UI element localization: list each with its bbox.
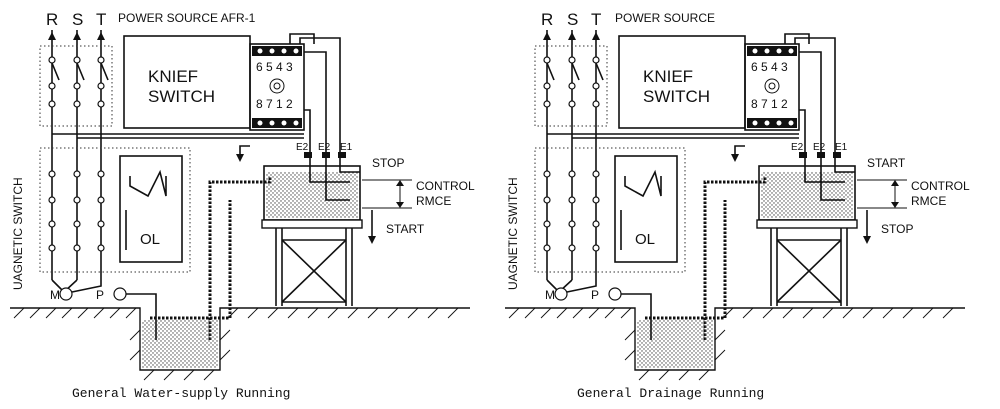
- upper-level-label: STOP: [372, 156, 404, 170]
- terminal-e1: E1: [340, 142, 353, 153]
- knife-switch-label-line1: KNIEF: [148, 67, 198, 86]
- electrode-cable-e2: [150, 200, 232, 320]
- phase-t-label: T: [96, 10, 106, 29]
- control-wiring: [547, 33, 836, 162]
- overload-label: OL: [635, 231, 655, 248]
- overload-relay-box: [614, 155, 678, 263]
- motor-label: M: [50, 288, 60, 302]
- magnetic-switch-label: UAGNETIC SWITCH: [506, 177, 520, 290]
- ground-and-well: [505, 307, 965, 381]
- knife-switch-contacts: [543, 56, 604, 108]
- electrode-cable-e1: [703, 176, 767, 340]
- upper-level-label: START: [867, 156, 906, 170]
- pump-symbol: [608, 287, 622, 301]
- control-label-line2: RMCE: [416, 194, 451, 208]
- power-source-label: POWER SOURCE AFR-1: [118, 11, 256, 25]
- magnetic-switch-contacts: [48, 170, 105, 294]
- knife-switch-contacts: [48, 56, 109, 108]
- elevated-tank-water: [761, 172, 853, 218]
- power-source-label: POWER SOURCE: [615, 11, 715, 25]
- phase-r-label: R: [541, 10, 553, 29]
- relay-top-pins: 6 5 4 3: [256, 60, 293, 74]
- motor-symbol: [554, 287, 568, 301]
- control-label-line1: CONTROL: [416, 179, 475, 193]
- phase-s-label: S: [72, 10, 83, 29]
- terminal-e2-a: E2: [296, 142, 309, 153]
- magnetic-switch-box: [39, 147, 191, 273]
- knife-switch-label-line2: SWITCH: [643, 87, 710, 106]
- lower-level-label: START: [386, 222, 425, 236]
- control-label-line1: CONTROL: [911, 179, 970, 193]
- relay-bottom-pins: 8 7 1 2: [256, 97, 293, 111]
- electrode-cable-e2: [645, 200, 727, 320]
- control-wiring: [52, 33, 341, 162]
- afr-relay: 6 5 4 3 8 7 1 2: [249, 43, 305, 131]
- panel-caption: General Drainage Running: [577, 386, 764, 401]
- electrode-cable-e1: [208, 176, 272, 340]
- knife-switch-box: [39, 45, 113, 127]
- drainage-panel: R S T POWER SOURCE KNIEF: [505, 10, 970, 401]
- afr-relay: 6 5 4 3 8 7 1 2: [744, 43, 800, 131]
- pump-label: P: [96, 288, 104, 302]
- terminal-e1: E1: [835, 142, 848, 153]
- knife-switch-label-line1: KNIEF: [643, 67, 693, 86]
- phase-t-label: T: [591, 10, 601, 29]
- ground-and-well: [10, 307, 470, 381]
- terminal-e2-b: E2: [318, 142, 331, 153]
- relay-bottom-pins: 8 7 1 2: [751, 97, 788, 111]
- overload-label: OL: [140, 231, 160, 248]
- water-supply-panel: R S T POWER SOURCE AFR-1: [10, 10, 475, 401]
- relay-top-pins: 6 5 4 3: [751, 60, 788, 74]
- knife-switch-label-line2: SWITCH: [148, 87, 215, 106]
- pump-symbol: [113, 287, 127, 301]
- magnetic-switch-label: UAGNETIC SWITCH: [11, 177, 25, 290]
- phase-s-label: S: [567, 10, 578, 29]
- control-label-line2: RMCE: [911, 194, 946, 208]
- well-water: [142, 320, 218, 368]
- motor-symbol: [59, 287, 73, 301]
- overload-relay-box: [119, 155, 183, 263]
- lower-level-label: STOP: [881, 222, 913, 236]
- terminal-e2-a: E2: [791, 142, 804, 153]
- elevated-tank-water: [266, 172, 358, 218]
- terminal-e2-b: E2: [813, 142, 826, 153]
- well-water: [637, 320, 713, 368]
- pump-label: P: [591, 288, 599, 302]
- phase-lines: [543, 30, 600, 280]
- magnetic-switch-contacts: [543, 170, 600, 294]
- motor-label: M: [545, 288, 555, 302]
- panel-caption: General Water-supply Running: [72, 386, 290, 401]
- phase-r-label: R: [46, 10, 58, 29]
- water-tower: [261, 219, 363, 306]
- knife-switch-box: [534, 45, 608, 127]
- magnetic-switch-box: [534, 147, 686, 273]
- phase-lines: [48, 30, 105, 280]
- water-tower: [756, 219, 858, 306]
